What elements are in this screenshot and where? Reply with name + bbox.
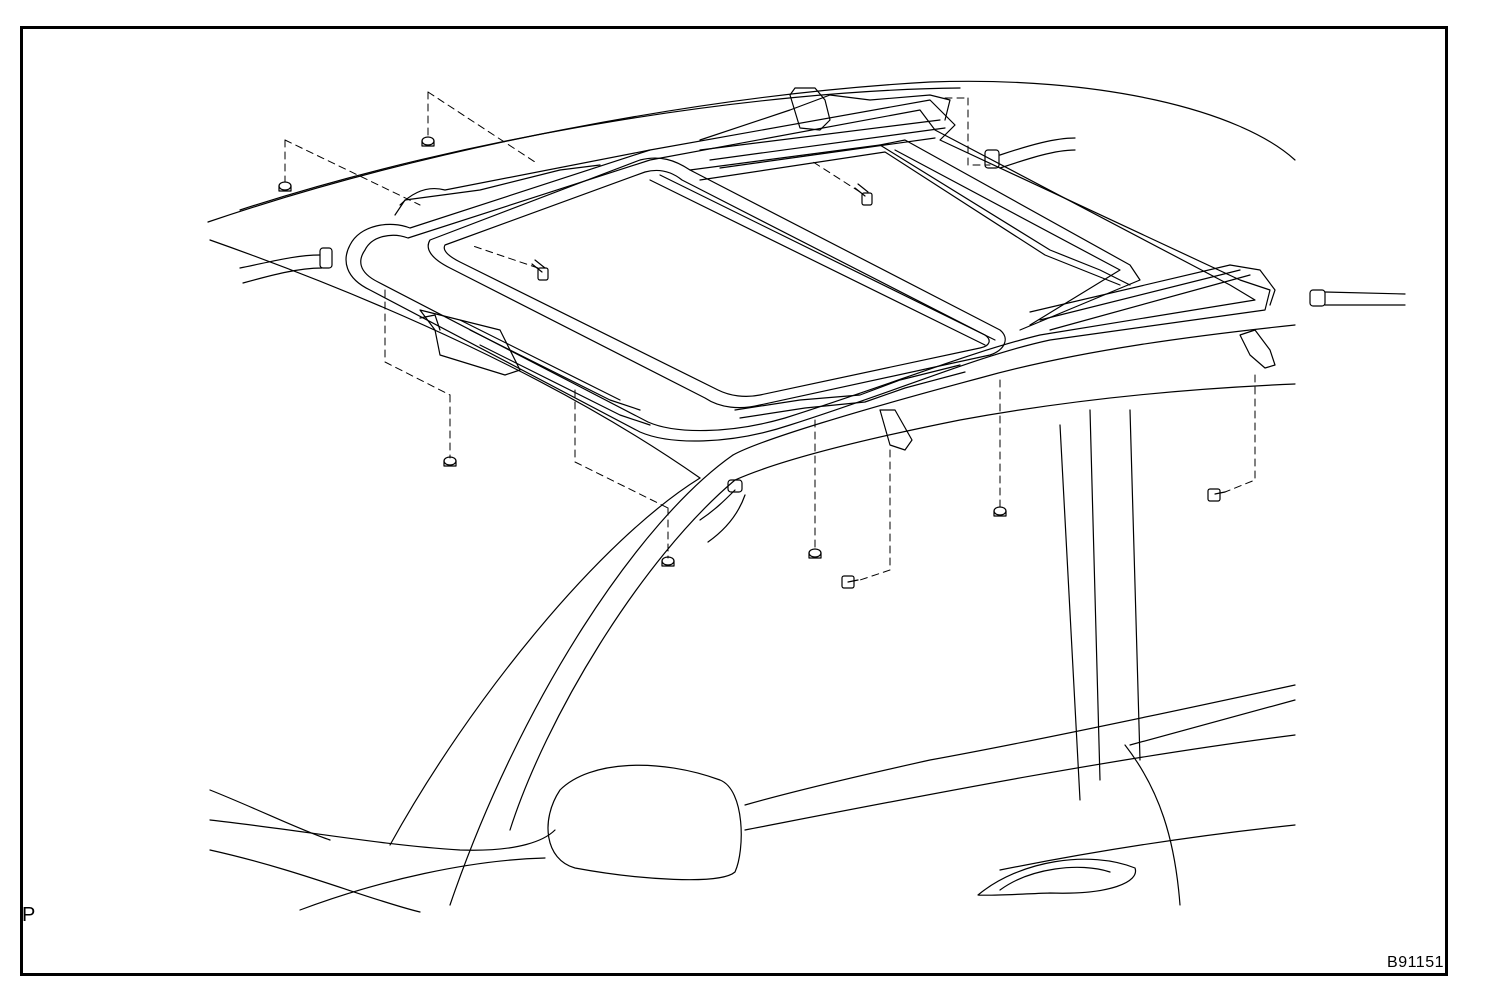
- side-mirror: [547, 764, 742, 881]
- bolt-icon: [841, 575, 859, 589]
- drain-hose-rear-left: [699, 479, 746, 543]
- sunroof-opening: [427, 139, 1141, 409]
- bolt-icon: [854, 183, 873, 206]
- drain-hose-front-right: [984, 137, 1076, 169]
- drain-hose-front-left: [239, 247, 333, 284]
- nut-icon: [993, 506, 1007, 517]
- nuts: [278, 136, 1007, 567]
- drawing-code-label: B91151: [1387, 954, 1444, 971]
- nut-icon: [421, 136, 435, 147]
- view-marker-label: P: [22, 904, 36, 926]
- nut-icon: [278, 181, 292, 192]
- drawing-border: [20, 26, 1448, 976]
- bolts: [531, 183, 1226, 589]
- bolt-icon: [1207, 488, 1226, 502]
- assembly-guide-lines: [284, 91, 1256, 581]
- bolt-icon: [531, 259, 549, 281]
- vehicle-body: [207, 80, 1296, 913]
- nut-icon: [808, 548, 822, 559]
- drain-hose-rear-right: [1309, 289, 1406, 307]
- nut-icon: [443, 456, 457, 467]
- drain-hoses: [239, 137, 1406, 543]
- nut-icon: [661, 556, 675, 567]
